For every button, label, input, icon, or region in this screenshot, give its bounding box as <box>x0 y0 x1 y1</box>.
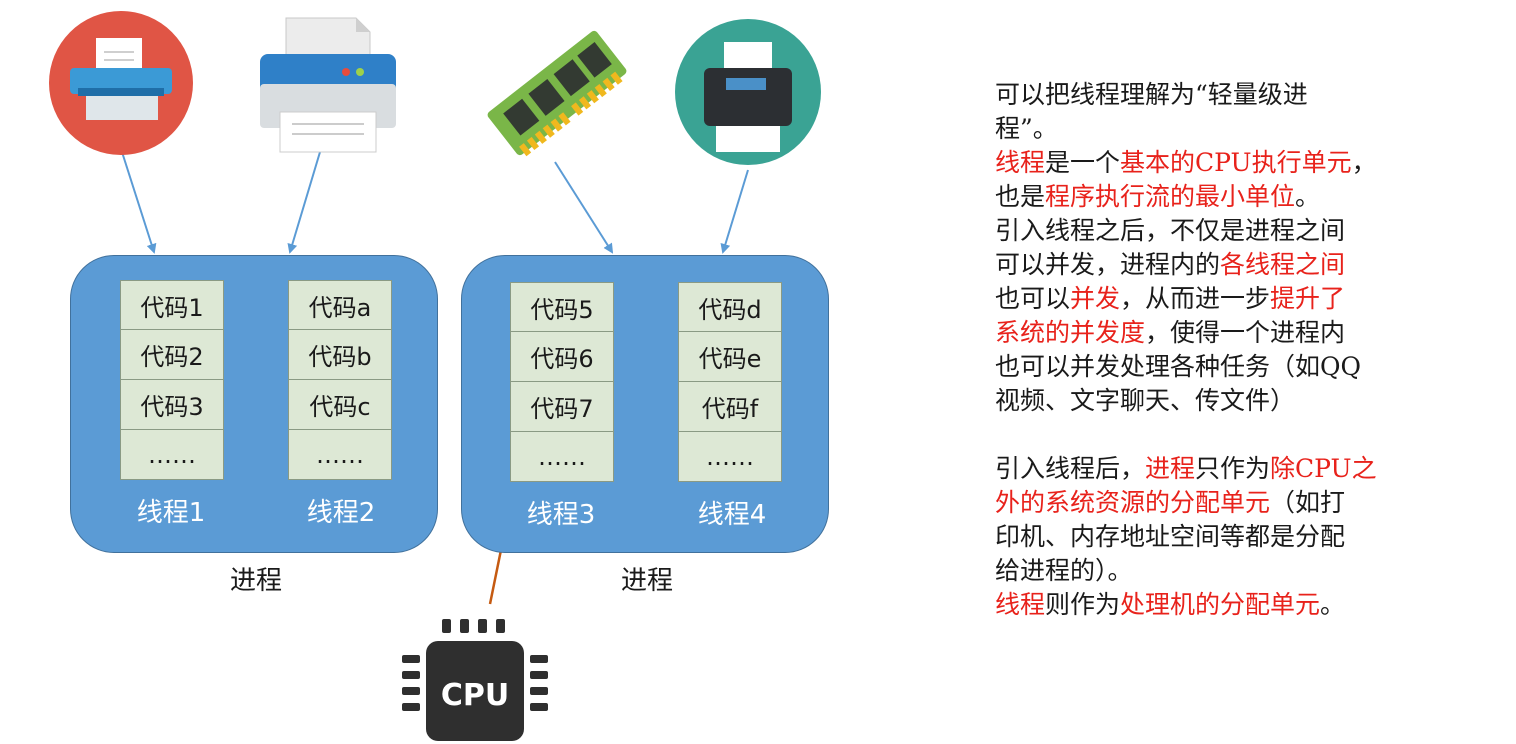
plain-text: 也可以 <box>995 284 1071 313</box>
cpu-chip-icon: CPU <box>402 619 548 741</box>
explanation-line: 引入线程后，进程只作为除CPU之 <box>995 452 1465 486</box>
arrow-printer2-to-thread2 <box>287 151 321 254</box>
highlight-text: 外的系统资源的分配单元 <box>995 488 1271 517</box>
thread-4-label: 线程4 <box>697 500 767 530</box>
code-cell: 代码3 <box>120 380 224 430</box>
explanation-line: 给进程的）。 <box>995 554 1465 588</box>
plain-text: 可以并发，进程内的 <box>995 250 1221 279</box>
plain-text: 也可以并发处理各种任务（如QQ <box>995 352 1361 381</box>
plain-text: ， <box>1351 148 1377 177</box>
thread-1-label: 线程1 <box>136 498 206 528</box>
explanation-line: 也可以并发处理各种任务（如QQ <box>995 350 1465 384</box>
plain-text: 。 <box>1320 590 1346 619</box>
plain-text: 给进程的）。 <box>995 556 1133 585</box>
explanation-paragraph-2: 引入线程后，进程只作为除CPU之外的系统资源的分配单元（如打印机、内存地址空间等… <box>995 452 1465 622</box>
code-cell: 代码a <box>288 280 392 330</box>
plain-text: ，从而进一步 <box>1120 284 1271 313</box>
highlight-text: 程序执行流的最小单位 <box>1045 182 1296 211</box>
arrow-memory-to-thread3 <box>554 161 614 254</box>
explanation-line: 线程则作为处理机的分配单元。 <box>995 588 1465 622</box>
highlight-text: 除CPU之 <box>1270 454 1377 483</box>
printer-red-circle-icon <box>49 11 193 155</box>
explanation-text: 可以把线程理解为“轻量级进程”。线程是一个基本的CPU执行单元，也是程序执行流的… <box>995 78 1465 622</box>
plain-text: 引入线程后， <box>995 454 1146 483</box>
highlight-text: 系统的并发度 <box>995 318 1146 347</box>
highlight-text: 各线程之间 <box>1220 250 1346 279</box>
explanation-paragraph-1: 可以把线程理解为“轻量级进程”。线程是一个基本的CPU执行单元，也是程序执行流的… <box>995 78 1465 418</box>
thread-2-code-stack: 代码a 代码b 代码c …… <box>288 280 394 480</box>
code-cell: 代码5 <box>510 282 614 332</box>
plain-text: 也是 <box>995 182 1046 211</box>
code-cell: 代码e <box>678 332 782 382</box>
printer-green-circle-icon <box>675 19 821 165</box>
highlight-text: 基本的CPU执行单元 <box>1120 148 1352 177</box>
thread-1-code-stack: 代码1 代码2 代码3 …… <box>120 280 226 480</box>
explanation-line: 印机、内存地址空间等都是分配 <box>995 520 1465 554</box>
plain-text: 印机、内存地址空间等都是分配 <box>995 522 1346 551</box>
code-cell: …… <box>510 432 614 482</box>
plain-text: 视频、文字聊天、传文件） <box>995 386 1296 415</box>
explanation-line: 外的系统资源的分配单元（如打 <box>995 486 1465 520</box>
plain-text: 只作为 <box>1195 454 1271 483</box>
arrow-printer3-to-thread4 <box>720 169 749 254</box>
code-cell: 代码1 <box>120 280 224 330</box>
plain-text: 则作为 <box>1045 590 1121 619</box>
highlight-text: 处理机的分配单元 <box>1120 590 1321 619</box>
highlight-text: 进程 <box>1145 454 1196 483</box>
explanation-line: 引入线程之后，不仅是进程之间 <box>995 214 1465 248</box>
highlight-text: 线程 <box>995 590 1046 619</box>
process-2-label: 进程 <box>620 566 673 596</box>
plain-text: （如打 <box>1270 488 1346 517</box>
code-cell: …… <box>120 430 224 480</box>
highlight-text: 提升了 <box>1270 284 1346 313</box>
code-cell: 代码2 <box>120 330 224 380</box>
explanation-line: 也是程序执行流的最小单位。 <box>995 180 1465 214</box>
plain-text: 程”。 <box>995 114 1058 143</box>
explanation-line: 程”。 <box>995 112 1465 146</box>
memory-stick-icon <box>487 30 627 157</box>
explanation-line: 视频、文字聊天、传文件） <box>995 384 1465 418</box>
cpu-label: CPU <box>441 678 509 713</box>
explanation-line: 系统的并发度，使得一个进程内 <box>995 316 1465 350</box>
thread-3-label: 线程3 <box>526 500 596 530</box>
code-cell: …… <box>678 432 782 482</box>
explanation-line: 线程是一个基本的CPU执行单元， <box>995 146 1465 180</box>
plain-text: 引入线程之后，不仅是进程之间 <box>995 216 1346 245</box>
explanation-line: 也可以并发，从而进一步提升了 <box>995 282 1465 316</box>
code-cell: 代码6 <box>510 332 614 382</box>
plain-text: 可以把线程理解为“轻量级进 <box>995 80 1308 109</box>
code-cell: …… <box>288 430 392 480</box>
thread-4-code-stack: 代码d 代码e 代码f …… <box>678 282 784 482</box>
thread-3-code-stack: 代码5 代码6 代码7 …… <box>510 282 616 482</box>
plain-text: 。 <box>1295 182 1321 211</box>
explanation-line: 可以把线程理解为“轻量级进 <box>995 78 1465 112</box>
printer-blue-icon <box>260 17 396 153</box>
code-cell: 代码d <box>678 282 782 332</box>
arrow-printer1-to-thread1 <box>121 151 157 254</box>
explanation-line: 可以并发，进程内的各线程之间 <box>995 248 1465 282</box>
process-1-label: 进程 <box>229 566 282 596</box>
highlight-text: 并发 <box>1070 284 1121 313</box>
highlight-text: 线程 <box>995 148 1046 177</box>
code-cell: 代码7 <box>510 382 614 432</box>
thread-2-label: 线程2 <box>306 498 376 528</box>
code-cell: 代码f <box>678 382 782 432</box>
plain-text: 是一个 <box>1045 148 1121 177</box>
code-cell: 代码b <box>288 330 392 380</box>
plain-text: ，使得一个进程内 <box>1145 318 1346 347</box>
code-cell: 代码c <box>288 380 392 430</box>
